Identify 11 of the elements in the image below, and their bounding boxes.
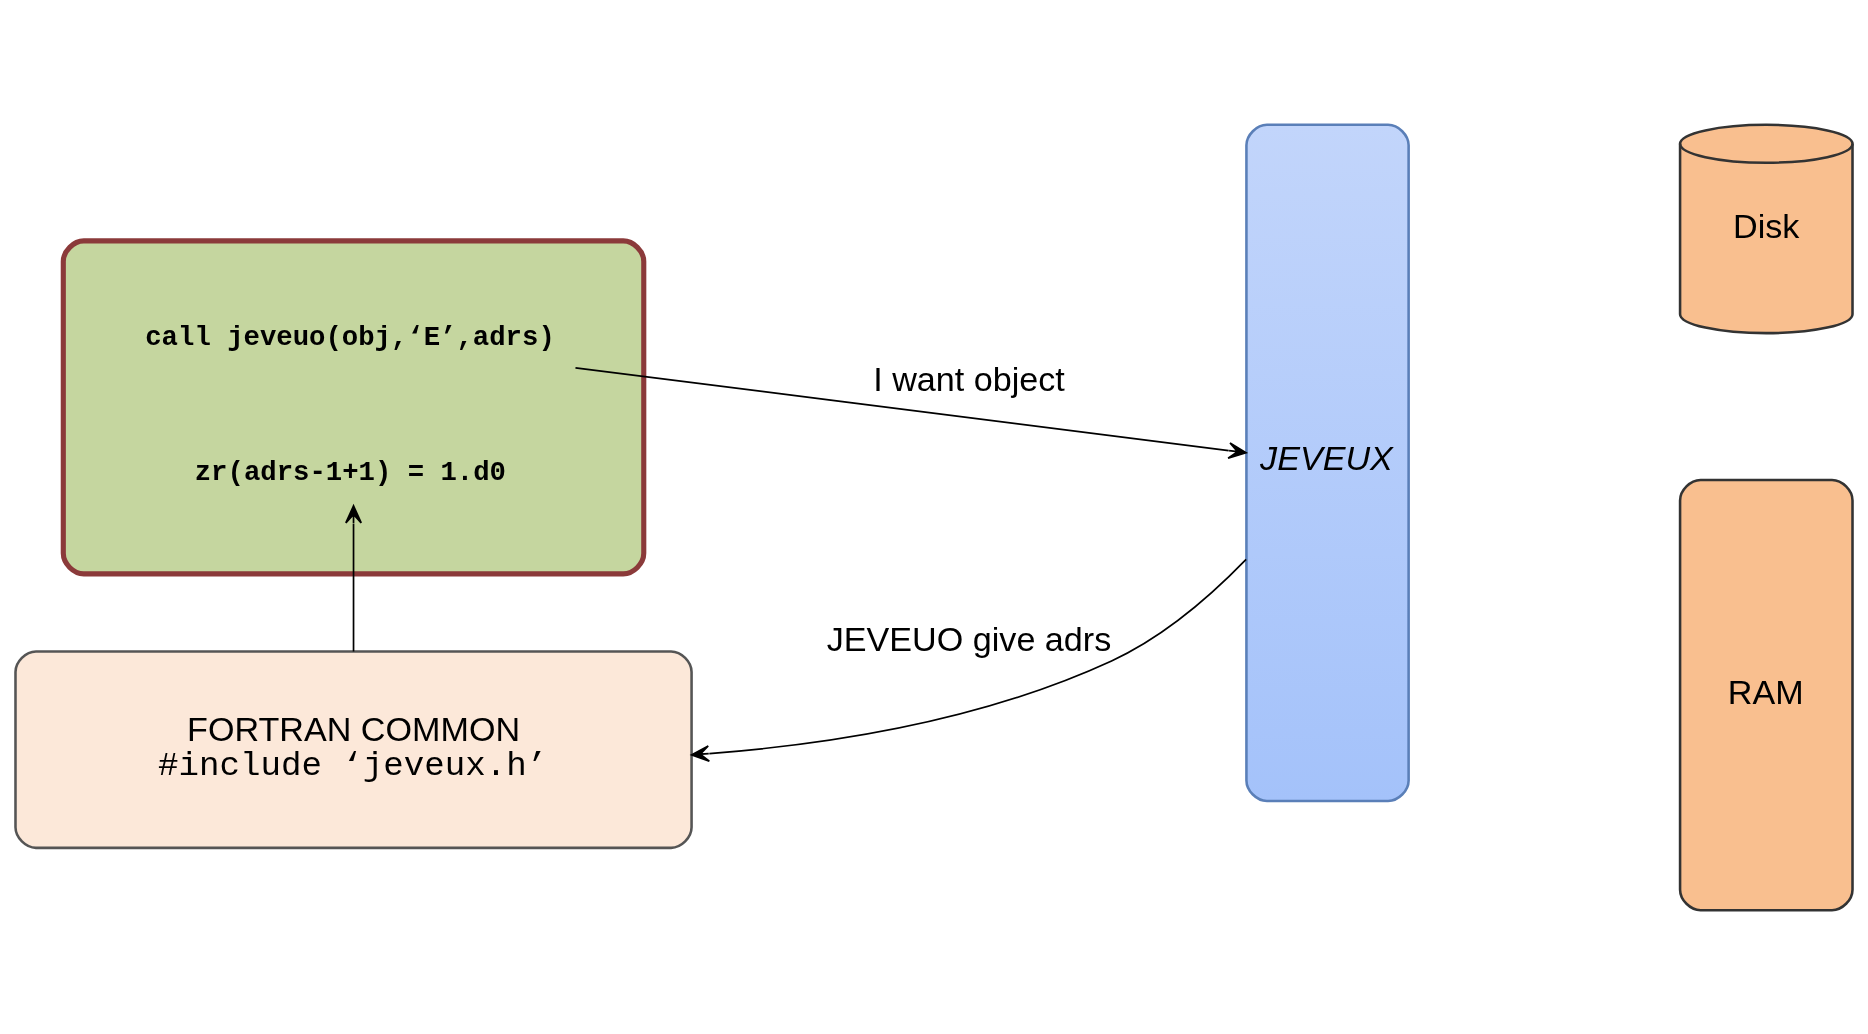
node-box: JEVEUX [1245, 123, 1410, 802]
cluster [60, 237, 647, 576]
node-text: zr(adrs-1+1) = 1.d0 [194, 456, 506, 488]
node-box: RAM [1678, 478, 1854, 911]
edge-label: I want object [873, 359, 1065, 398]
node-box: FORTRAN COMMON #include ‘jeveux.h’ [14, 649, 693, 849]
edge-label: JEVEUO give adrs [826, 619, 1112, 658]
node-text: call jeveuo(obj,‘E’,adrs) [145, 321, 555, 353]
arrow [690, 558, 1247, 762]
arrow [345, 504, 363, 652]
arrow [574, 366, 1247, 459]
